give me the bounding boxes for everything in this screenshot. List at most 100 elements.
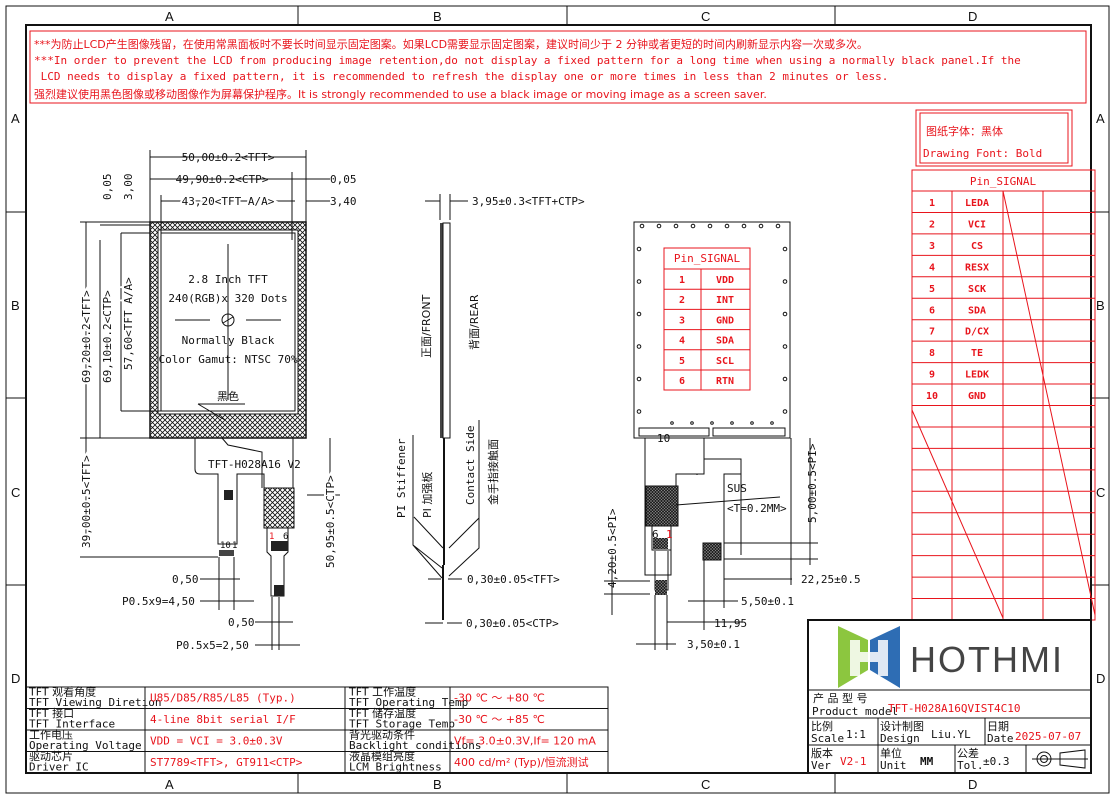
spec-value: 4-line 8bit serial I/F [150,713,296,726]
screw-hole-icon [636,246,642,252]
screw-hole-icon [639,223,645,229]
ver-cn: 版本 [811,746,833,760]
logo-text: HOTHMI [910,639,1064,680]
pin-table-title: Pin_SIGNAL [970,175,1037,188]
dim-stiffener-tft: 4,20±0.5<PI> [606,508,619,588]
row-label-d: D [11,671,20,686]
side-view: 3,95±0.3<TFT+CTP> 正面/FRONT 背面/REAR PI St… [395,194,585,630]
dim-side-thickness: 3,95±0.3<TFT+CTP> [472,195,585,208]
drawing-font-box: 图纸字体：黑体 Drawing Font: Bold [915,109,1073,167]
pin-number: 2 [929,219,935,230]
dim-fpc-thickness-ctp: 0,30±0.05<CTP> [466,617,559,630]
title-block: HOTHMI 产 品 型 号 Product model TFT-H028A16… [807,619,1092,774]
spec-value2: 400 cd/m² (Typ)/恒流测试 [454,755,589,769]
image-retention-notice: ***为防止LCD产生图像残留，在使用常黑面板时不要长时间显示固定图案。如果LC… [29,30,1087,104]
screw-hole-icon [758,223,764,229]
drawing-font-en: Drawing Font: Bold [923,147,1042,160]
ctp-pin-signal: SCL [716,356,734,367]
date-en: Date [987,732,1014,745]
ctp-pin-number: 6 [679,376,685,387]
rear-view: 10 Pin_SIGNAL 6 1 SUS <T=0.2MM> 4,20±0.5… [604,221,861,651]
pin-number: 4 [929,262,935,273]
ctp-pin-number: 4 [679,336,685,347]
screw-hole-icon [741,223,747,229]
dim-fpc-spacing: 11,95 [714,617,747,630]
ctp-pin-number: 1 [679,275,685,286]
black-color-label: 黑色 [217,389,239,403]
ctp-pin-table-title: Pin_SIGNAL [674,252,741,265]
pi-stiffener-label: PI Stiffener [395,438,408,518]
pin-signal: LEDA [965,198,989,209]
screw-hole-icon [636,409,642,414]
pin-number: 6 [929,305,935,316]
dim-top-offset-ctp: 0,05 [101,174,114,201]
front-label: 正面/FRONT [420,294,433,358]
panel-size-text: 2.8 Inch TFT [188,273,268,286]
column-label-c-bottom: C [701,777,710,792]
pin-signal: CS [971,241,983,252]
pin-signal: RESX [965,262,989,273]
pi-stiffener-cn-label: PI 加强板 [420,472,434,518]
spec-value: U85/D85/R85/L85 (Typ.) [150,692,296,705]
panel-gamut-text: Color Gamut: NTSC 70% [158,353,297,366]
ctp-pin-number: 5 [679,356,685,367]
ctp-pin-label-6: 6 [283,532,288,542]
spec-label-en: Driver IC [29,761,89,774]
rear-label: 背面/REAR [467,294,481,350]
dim-width-aa: 43,20<TFT A/A> [182,195,275,208]
notice-line-1: ***为防止LCD产生图像残留，在使用常黑面板时不要长时间显示固定图案。如果LC… [34,37,868,51]
spec-value: ST7789<TFT>, GT911<CTP> [150,756,303,769]
spec-label-en: TFT Viewing Diretion [29,696,161,709]
contact-side-label: Contact Side [464,426,477,505]
screw-hole-icon [782,409,788,414]
rear-fpc-pin-label-1: 1 [666,528,673,541]
tol-value: ±0.3 [983,755,1010,768]
unit-cn: 单位 [880,746,902,760]
column-label-c: C [701,9,710,24]
tft-pin-label-10: 10 [220,541,231,551]
connector-label: 10 [657,432,670,445]
dim-tft-pin-width: 0,50 [172,573,199,586]
center-mark-icon [221,313,235,327]
spec-label2-cn: 背光驱动条件 [349,728,415,742]
spec-label-cn: TFT 观看角度 [28,685,96,699]
dim-width-ctp: 49,90±0.2<CTP> [176,173,269,186]
column-label-a-bottom: A [165,777,174,792]
screw-hole-icon [724,223,730,229]
rear-outline [633,221,791,439]
screw-hole-icon [782,311,788,317]
spec-label2-en: TFT Storage Temp [349,718,455,731]
ctp-pin-signal: INT [716,295,734,306]
ctp-pin-number: 3 [679,315,685,326]
pin-number: 1 [929,198,935,209]
spec-label-cn: 工作电压 [29,729,73,742]
column-label-a: A [165,9,174,24]
dim-ctp-pitch: P0.5x5=2,50 [176,639,249,652]
projection-symbol-icon [1032,749,1088,769]
notice-line-2: ***In order to prevent the LCD from prod… [34,54,1021,67]
ver-en: Ver [811,759,831,772]
pin-signal: SDA [968,305,986,316]
dim-right-offset-aa: 3,40 [330,195,357,208]
dim-height-ctp: 69,10±0.2<CTP> [101,290,114,383]
dim-stiffener-ctp: 5,00±0.5<PI> [806,443,819,523]
dim-top-offset-aa: 3,00 [122,174,135,201]
row-label-a-right: A [1096,111,1105,126]
screw-hole-icon [636,376,642,382]
pin-signal: GND [968,391,986,402]
spec-label-en: Operating Voltage [29,739,142,752]
ctp-pin-signal: SDA [716,336,734,347]
pin-number: 5 [929,284,935,295]
spec-value2: Vf= 3.0±0.3V,If= 120 mA [454,735,596,748]
panel-mode-text: Normally Black [182,334,275,347]
product-model-en: Product model [812,705,898,718]
spec-value2: -30 ℃ ～ +80 ℃ [454,692,545,705]
tft-pin-label-1: 1 [232,541,237,551]
dim-height-aa: 57,60<TFT A/A> [122,277,135,370]
screw-hole-icon [656,223,662,229]
pin-number: 7 [929,327,935,338]
pin-signal: LEDK [965,370,989,381]
panel-resolution-text: 240(RGB)x 320 Dots [168,292,287,305]
screw-hole-icon [636,311,642,317]
ctp-pin-label-1: 1 [269,532,274,542]
